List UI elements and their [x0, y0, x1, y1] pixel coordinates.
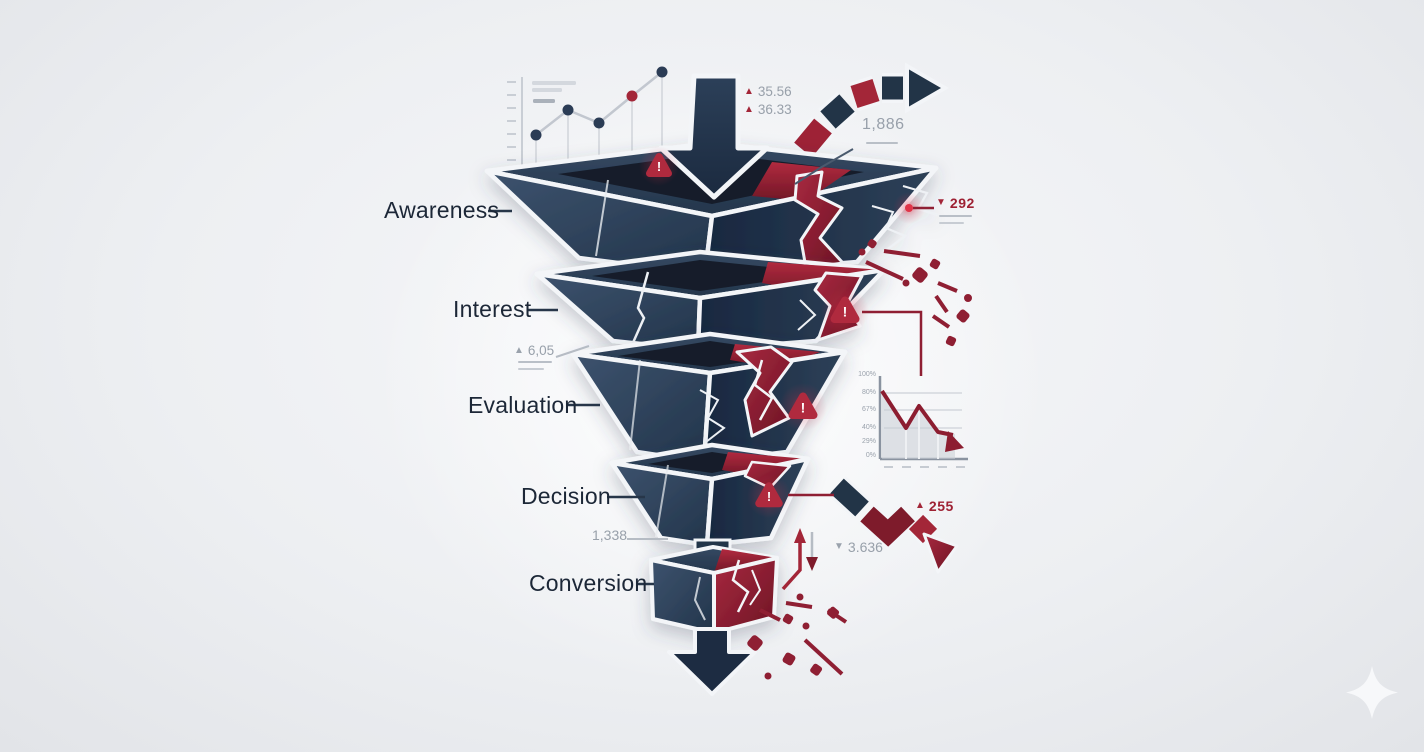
zigzag-arrowhead — [922, 532, 959, 574]
seam-line — [629, 359, 641, 451]
decline-chart-ytick: 100% — [858, 371, 876, 378]
funnel-stage-conversion-shape — [649, 538, 779, 635]
warning-icon: ! — [639, 146, 679, 186]
metric-value: 3.636 — [847, 539, 883, 555]
up-arrowhead — [794, 528, 806, 543]
up-triangle-icon: ▲ — [744, 103, 754, 115]
metric-decision-delta: ▲ 255 — [915, 498, 954, 514]
stage-label-awareness: Awareness — [384, 197, 500, 223]
decline-chart-ytick: 67% — [861, 406, 876, 413]
hairline-crack — [797, 299, 817, 331]
metric-value: 6,05 — [527, 343, 555, 358]
underline — [866, 142, 898, 144]
outflow-arrow — [667, 627, 757, 696]
underline — [518, 361, 552, 363]
hairline-crack — [699, 389, 726, 443]
text-placeholder-line — [532, 81, 576, 85]
decline-chart-ytick: 29% — [861, 438, 876, 445]
down-triangle-icon: ▼ — [936, 197, 946, 208]
text-placeholder-line — [533, 99, 555, 103]
up-down-indicator-arrows — [781, 528, 818, 591]
svg-text:!: ! — [657, 159, 661, 174]
up-triangle-icon: ▲ — [915, 500, 925, 511]
funnel-stage-evaluation-shape — [570, 331, 848, 465]
highlight-point — [626, 90, 638, 102]
metric-value: 36.33 — [757, 102, 792, 117]
underline — [518, 368, 544, 370]
warning-icon: ! — [779, 383, 827, 431]
hairline-crack — [693, 576, 706, 621]
text-placeholder-line — [532, 88, 562, 92]
warning-icon: ! — [821, 287, 869, 335]
metric-value: 35.56 — [757, 84, 792, 99]
metric-inflow-b: ▲ 36.33 — [744, 102, 792, 117]
sparkle-icon — [1346, 666, 1398, 719]
hairline-crack — [753, 359, 774, 421]
metric-awareness-drop: ▼ 292 — [936, 195, 975, 211]
hairline-crack — [749, 569, 762, 606]
underline — [939, 222, 964, 224]
down-triangle-icon: ▼ — [834, 541, 844, 552]
stage-label-interest: Interest — [453, 296, 532, 322]
pipe-arrowhead — [905, 62, 949, 114]
metric-conversion-drop: ▼ 3.636 — [834, 539, 883, 555]
svg-text:!: ! — [801, 400, 806, 416]
damage-dot — [905, 204, 913, 212]
stage-label-conversion: Conversion — [529, 570, 648, 596]
decline-line — [880, 389, 954, 437]
metric-inflow-a: ▲ 35.56 — [744, 84, 792, 99]
hairline-crack — [630, 271, 650, 346]
warning-icon: ! — [747, 474, 791, 518]
debris-cluster-lower — [747, 593, 848, 680]
hairline-crack — [871, 205, 907, 253]
up-triangle-icon: ▲ — [514, 344, 524, 356]
stage-label-decision: Decision — [521, 483, 611, 509]
down-arrowhead — [806, 557, 818, 571]
metric-value: 292 — [949, 195, 975, 211]
underline — [939, 215, 972, 217]
metric-awareness-volume: 1,886 — [862, 116, 905, 133]
seam-line — [655, 464, 669, 538]
svg-text:!: ! — [843, 304, 848, 320]
decline-chart-ytick: 0% — [865, 452, 876, 459]
decline-chart-ytick: 40% — [861, 424, 876, 431]
decline-arrowhead — [945, 431, 964, 452]
metric-value: 255 — [928, 498, 954, 514]
seam-line — [595, 179, 609, 257]
debris-cluster-upper — [858, 239, 972, 347]
callout-connectors — [488, 148, 934, 586]
svg-text:!: ! — [767, 489, 771, 504]
decline-chart — [878, 376, 968, 468]
up-triangle-icon: ▲ — [744, 85, 754, 97]
decline-chart-ytick: 80% — [861, 389, 876, 396]
zigzag-decline-arrow — [828, 476, 959, 574]
crack-awareness — [793, 170, 845, 270]
metric-decision-volume: 1,338 — [592, 527, 628, 543]
stage-label-evaluation: Evaluation — [468, 392, 578, 418]
metric-evaluation-delta: ▲ 6,05 — [514, 343, 554, 358]
hairline-crack — [731, 559, 750, 613]
inflow-arrow — [658, 73, 770, 200]
